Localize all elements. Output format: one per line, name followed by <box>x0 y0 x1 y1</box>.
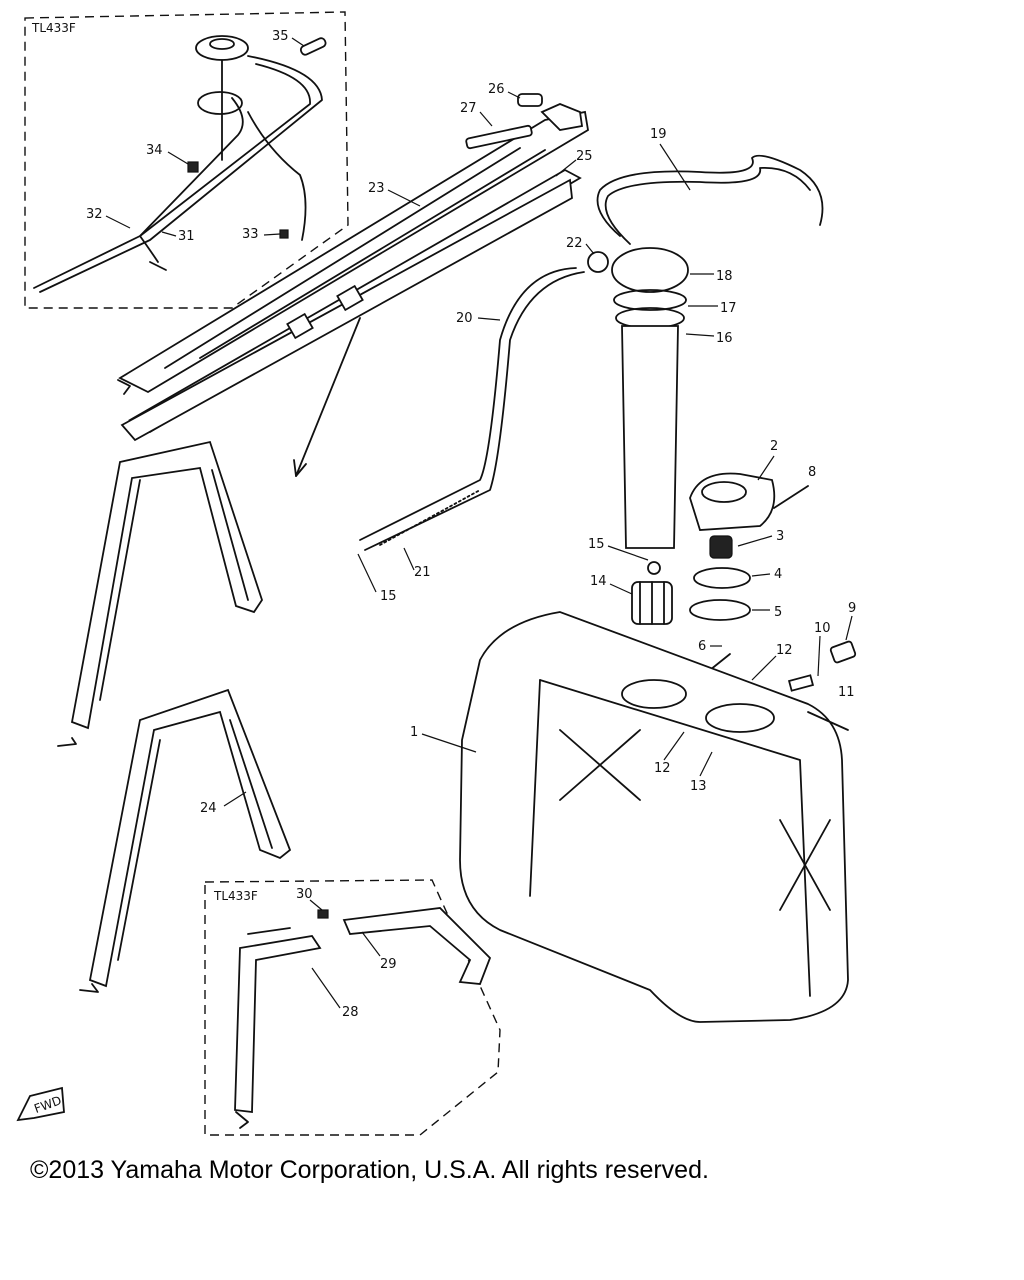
callout-23: 23 <box>368 181 385 196</box>
callout-2: 2 <box>770 439 778 454</box>
callout-22: 22 <box>566 236 583 251</box>
callout-15-left: 15 <box>380 589 397 604</box>
callout-29: 29 <box>380 957 397 972</box>
callout-16: 16 <box>716 331 733 346</box>
callout-1: 1 <box>410 725 418 740</box>
callout-19: 19 <box>650 127 667 142</box>
callout-5: 5 <box>774 605 782 620</box>
fwd-arrow: FWD <box>16 1086 65 1122</box>
callout-31: 31 <box>178 229 195 244</box>
callout-6: 6 <box>698 639 706 654</box>
fuel-tank: 1 12 13 12 <box>410 611 849 1023</box>
copyright-text: ©2013 Yamaha Motor Corporation, U.S.A. A… <box>30 1156 709 1184</box>
inset-bottom-tl433f: TL433F 30 29 28 <box>204 879 501 1136</box>
inset-bottom-label: TL433F <box>213 889 258 903</box>
callout-33: 33 <box>242 227 259 242</box>
callout-20: 20 <box>456 311 473 326</box>
inset-top-label: TL433F <box>31 21 76 35</box>
callout-32: 32 <box>86 207 103 222</box>
callout-3: 3 <box>776 529 784 544</box>
callout-17: 17 <box>720 301 737 316</box>
strap-lower: 24 <box>79 688 292 993</box>
strap-upper <box>57 440 263 747</box>
strainer: 14 15 <box>588 537 673 625</box>
top-rail-assembly: 23 25 26 27 <box>117 82 593 477</box>
callout-30: 30 <box>296 887 313 902</box>
callout-12-upper: 12 <box>776 643 793 658</box>
callout-4: 4 <box>774 567 782 582</box>
callout-35: 35 <box>272 29 289 44</box>
callout-14: 14 <box>590 574 607 589</box>
callout-24: 24 <box>200 801 217 816</box>
callout-8: 8 <box>808 465 816 480</box>
inset-top-tl433f: TL433F 35 34 32 31 33 <box>24 11 349 309</box>
fuel-hoses: 19 22 20 21 15 <box>357 127 824 604</box>
callout-25: 25 <box>576 149 593 164</box>
callout-12-lower: 12 <box>654 761 671 776</box>
callout-15-right: 15 <box>588 537 605 552</box>
callout-10: 10 <box>814 621 831 636</box>
callout-11: 11 <box>838 685 855 700</box>
callout-9: 9 <box>848 601 856 616</box>
callout-26: 26 <box>488 82 505 97</box>
pickup-tube: 18 17 16 <box>611 247 737 549</box>
callout-18: 18 <box>716 269 733 284</box>
callout-28: 28 <box>342 1005 359 1020</box>
filler-cap-group: 2 8 3 4 5 6 <box>689 439 816 679</box>
callout-21: 21 <box>414 565 431 580</box>
callout-34: 34 <box>146 143 163 158</box>
callout-13: 13 <box>690 779 707 794</box>
vent-parts: 9 10 11 <box>787 601 856 731</box>
callout-27: 27 <box>460 101 477 116</box>
